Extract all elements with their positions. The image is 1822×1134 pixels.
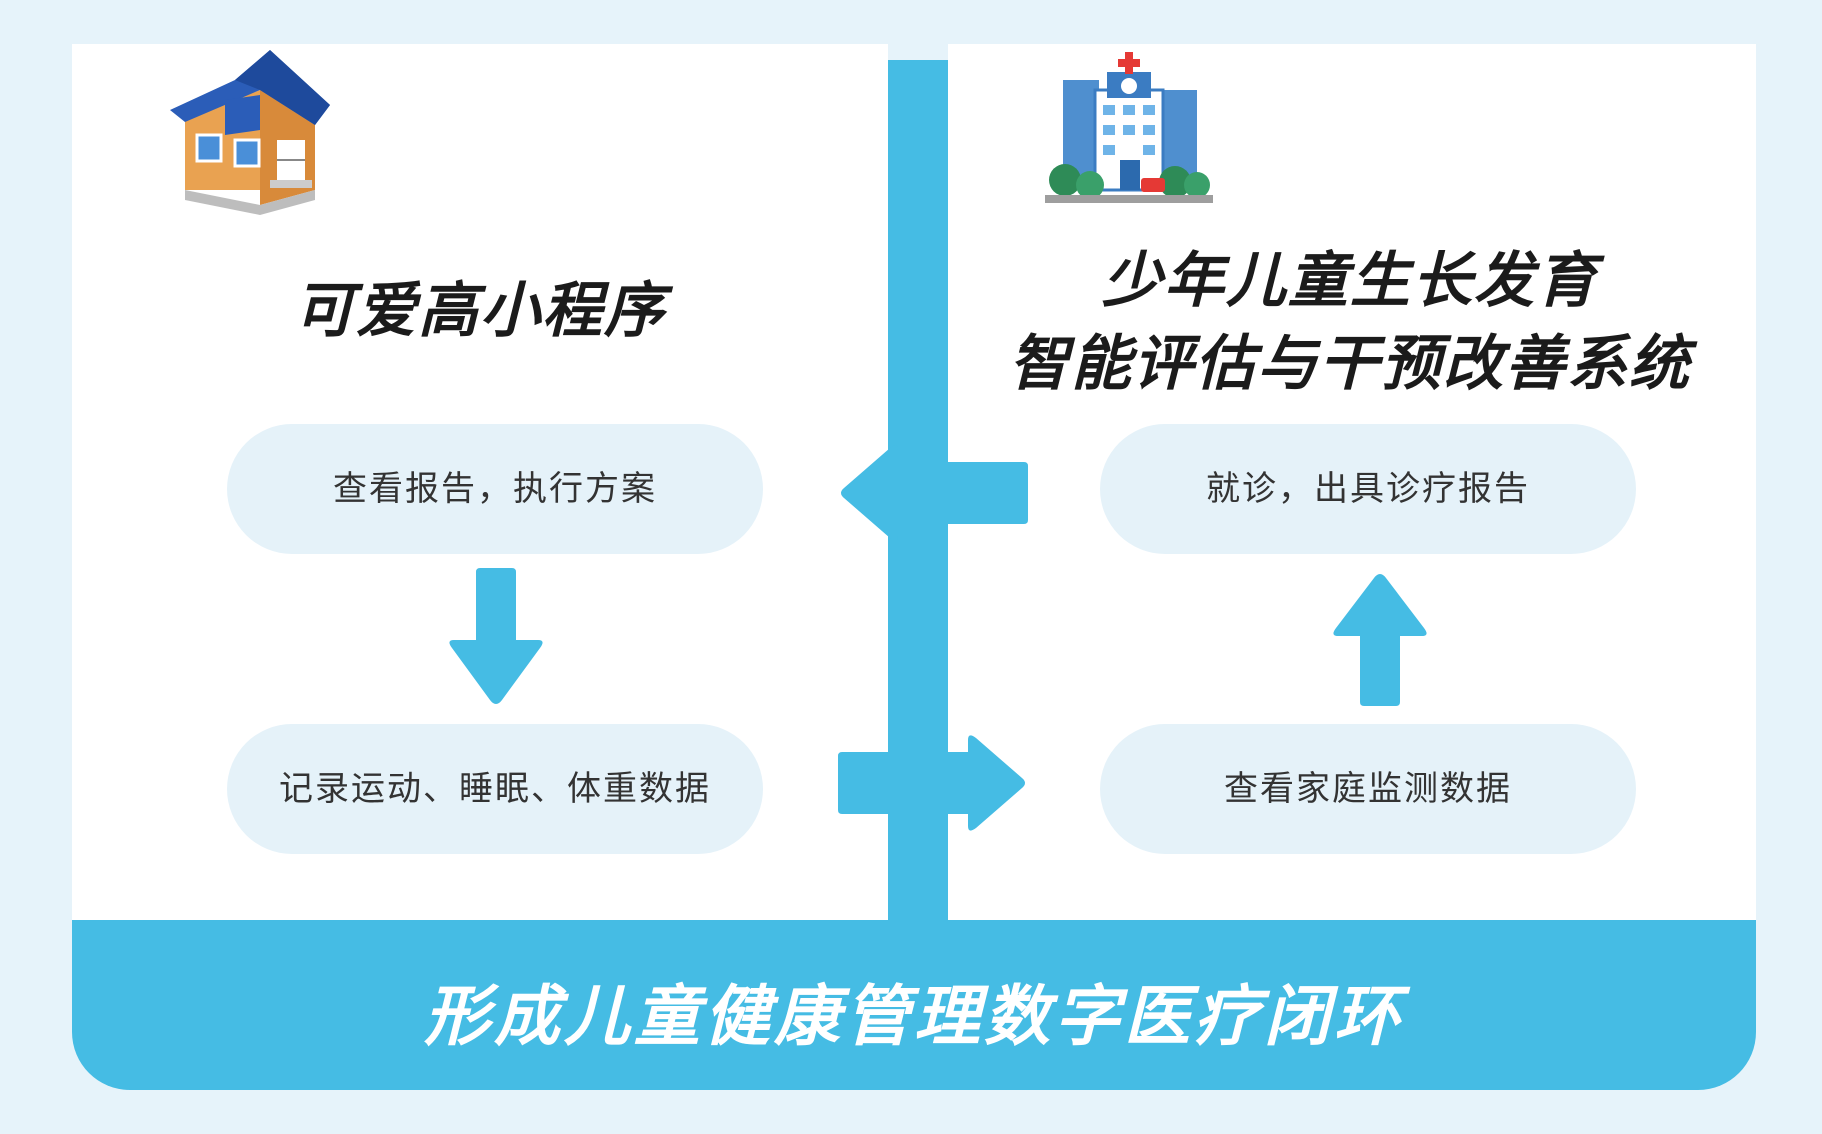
arrow-up-icon [1333,574,1427,706]
medical-scene-label: 医疗场景 [1448,97,1684,162]
arrow-right-icon [838,735,1025,831]
medical-panel-title-line2: 智能评估与干预改善系统 [1009,329,1691,399]
arrow-left-icon [841,445,1028,541]
closed-loop-title: 形成儿童健康管理数字医疗闭环 [424,978,1404,1055]
arrow-down-icon [449,568,543,704]
hospital-icon [1045,52,1213,203]
medical-panel-title-line1: 少年儿童生长发育 [1102,246,1598,316]
home-panel-title: 可爱高小程序 [294,276,666,346]
medical-step-view-monitoring: 查看家庭监测数据 [1100,724,1636,854]
medical-step-diagnosis: 就诊，出具诊疗报告 [1100,424,1636,554]
home-step-view-report: 查看报告，执行方案 [227,424,763,554]
home-scene-label: 家庭场景 [548,97,784,162]
house-icon [170,50,330,215]
home-step-record-data: 记录运动、睡眠、体重数据 [227,724,763,854]
